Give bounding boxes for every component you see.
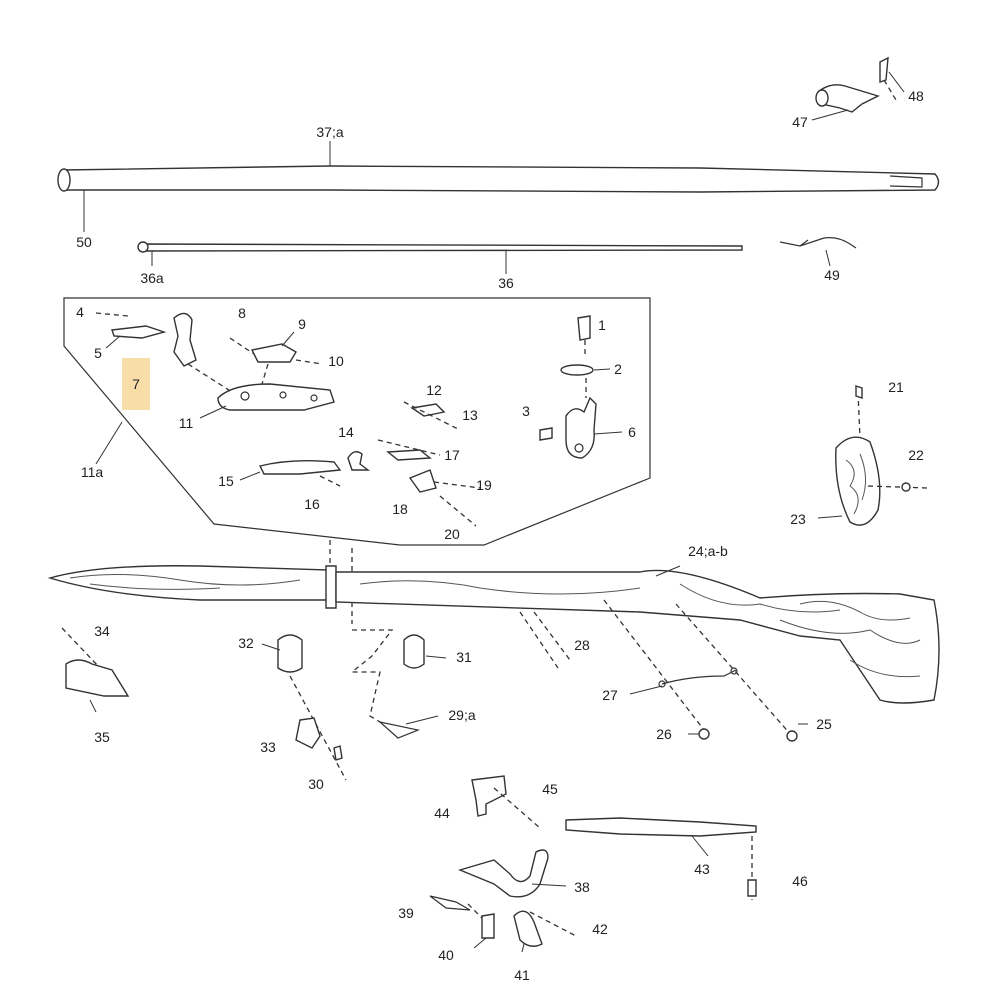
trigger-guard-parts	[429, 775, 757, 953]
label-39: 39	[398, 905, 414, 921]
label-8: 8	[238, 305, 246, 321]
label-10: 10	[328, 353, 344, 369]
label-44: 44	[434, 805, 450, 821]
label-23: 23	[790, 511, 806, 527]
label-27: 27	[602, 687, 618, 703]
label-18: 18	[392, 501, 408, 517]
highlight-box	[122, 358, 150, 410]
label-3: 3	[522, 403, 530, 419]
label-24: 24;a-b	[688, 543, 728, 559]
lock-inset-frame	[63, 297, 651, 546]
label-30: 30	[308, 776, 324, 792]
label-29: 29;a	[448, 707, 475, 723]
label-32: 32	[238, 635, 254, 651]
label-6: 6	[628, 424, 636, 440]
label-26: 26	[656, 726, 672, 742]
label-35: 35	[94, 729, 110, 745]
label-5: 5	[94, 345, 102, 361]
label-48: 48	[908, 88, 924, 104]
label-15: 15	[218, 473, 234, 489]
label-7: 7	[132, 376, 140, 392]
ramrod	[137, 241, 743, 274]
label-38: 38	[574, 879, 590, 895]
label-22: 22	[908, 447, 924, 463]
label-17: 17	[444, 447, 460, 463]
label-47: 47	[792, 114, 808, 130]
label-14: 14	[338, 424, 354, 440]
part-21-23	[817, 385, 929, 526]
label-40: 40	[438, 947, 454, 963]
label-12: 12	[426, 382, 442, 398]
label-43: 43	[694, 861, 710, 877]
label-11: 11	[179, 415, 194, 431]
label-36a: 36a	[140, 270, 164, 286]
part-49	[779, 237, 857, 267]
label-33: 33	[260, 739, 276, 755]
barrel	[57, 141, 940, 232]
label-21: 21	[888, 379, 904, 395]
label-45: 45	[542, 781, 558, 797]
label-13: 13	[462, 407, 478, 423]
part-47-48	[811, 56, 905, 121]
label-2: 2	[614, 361, 622, 377]
part-labels: 37;a 50 36a 36 47 48 49 4 5 7 8 9 10 11 …	[76, 88, 924, 983]
label-41: 41	[514, 967, 530, 983]
lock-parts	[95, 312, 623, 527]
label-25: 25	[816, 716, 832, 732]
label-4: 4	[76, 304, 84, 320]
label-50: 50	[76, 234, 92, 250]
stock-assembly	[47, 540, 940, 704]
label-36: 36	[498, 275, 514, 291]
label-20: 20	[444, 526, 460, 542]
label-49: 49	[824, 267, 840, 283]
lower-parts	[61, 599, 808, 781]
label-37: 37;a	[316, 124, 343, 140]
label-16: 16	[304, 496, 320, 512]
label-28: 28	[574, 637, 590, 653]
label-46: 46	[792, 873, 808, 889]
label-31: 31	[456, 649, 472, 665]
label-42: 42	[592, 921, 608, 937]
label-19: 19	[476, 477, 492, 493]
label-34: 34	[94, 623, 110, 639]
label-11a: 11a	[81, 464, 104, 480]
label-9: 9	[298, 316, 306, 332]
label-1: 1	[598, 317, 606, 333]
